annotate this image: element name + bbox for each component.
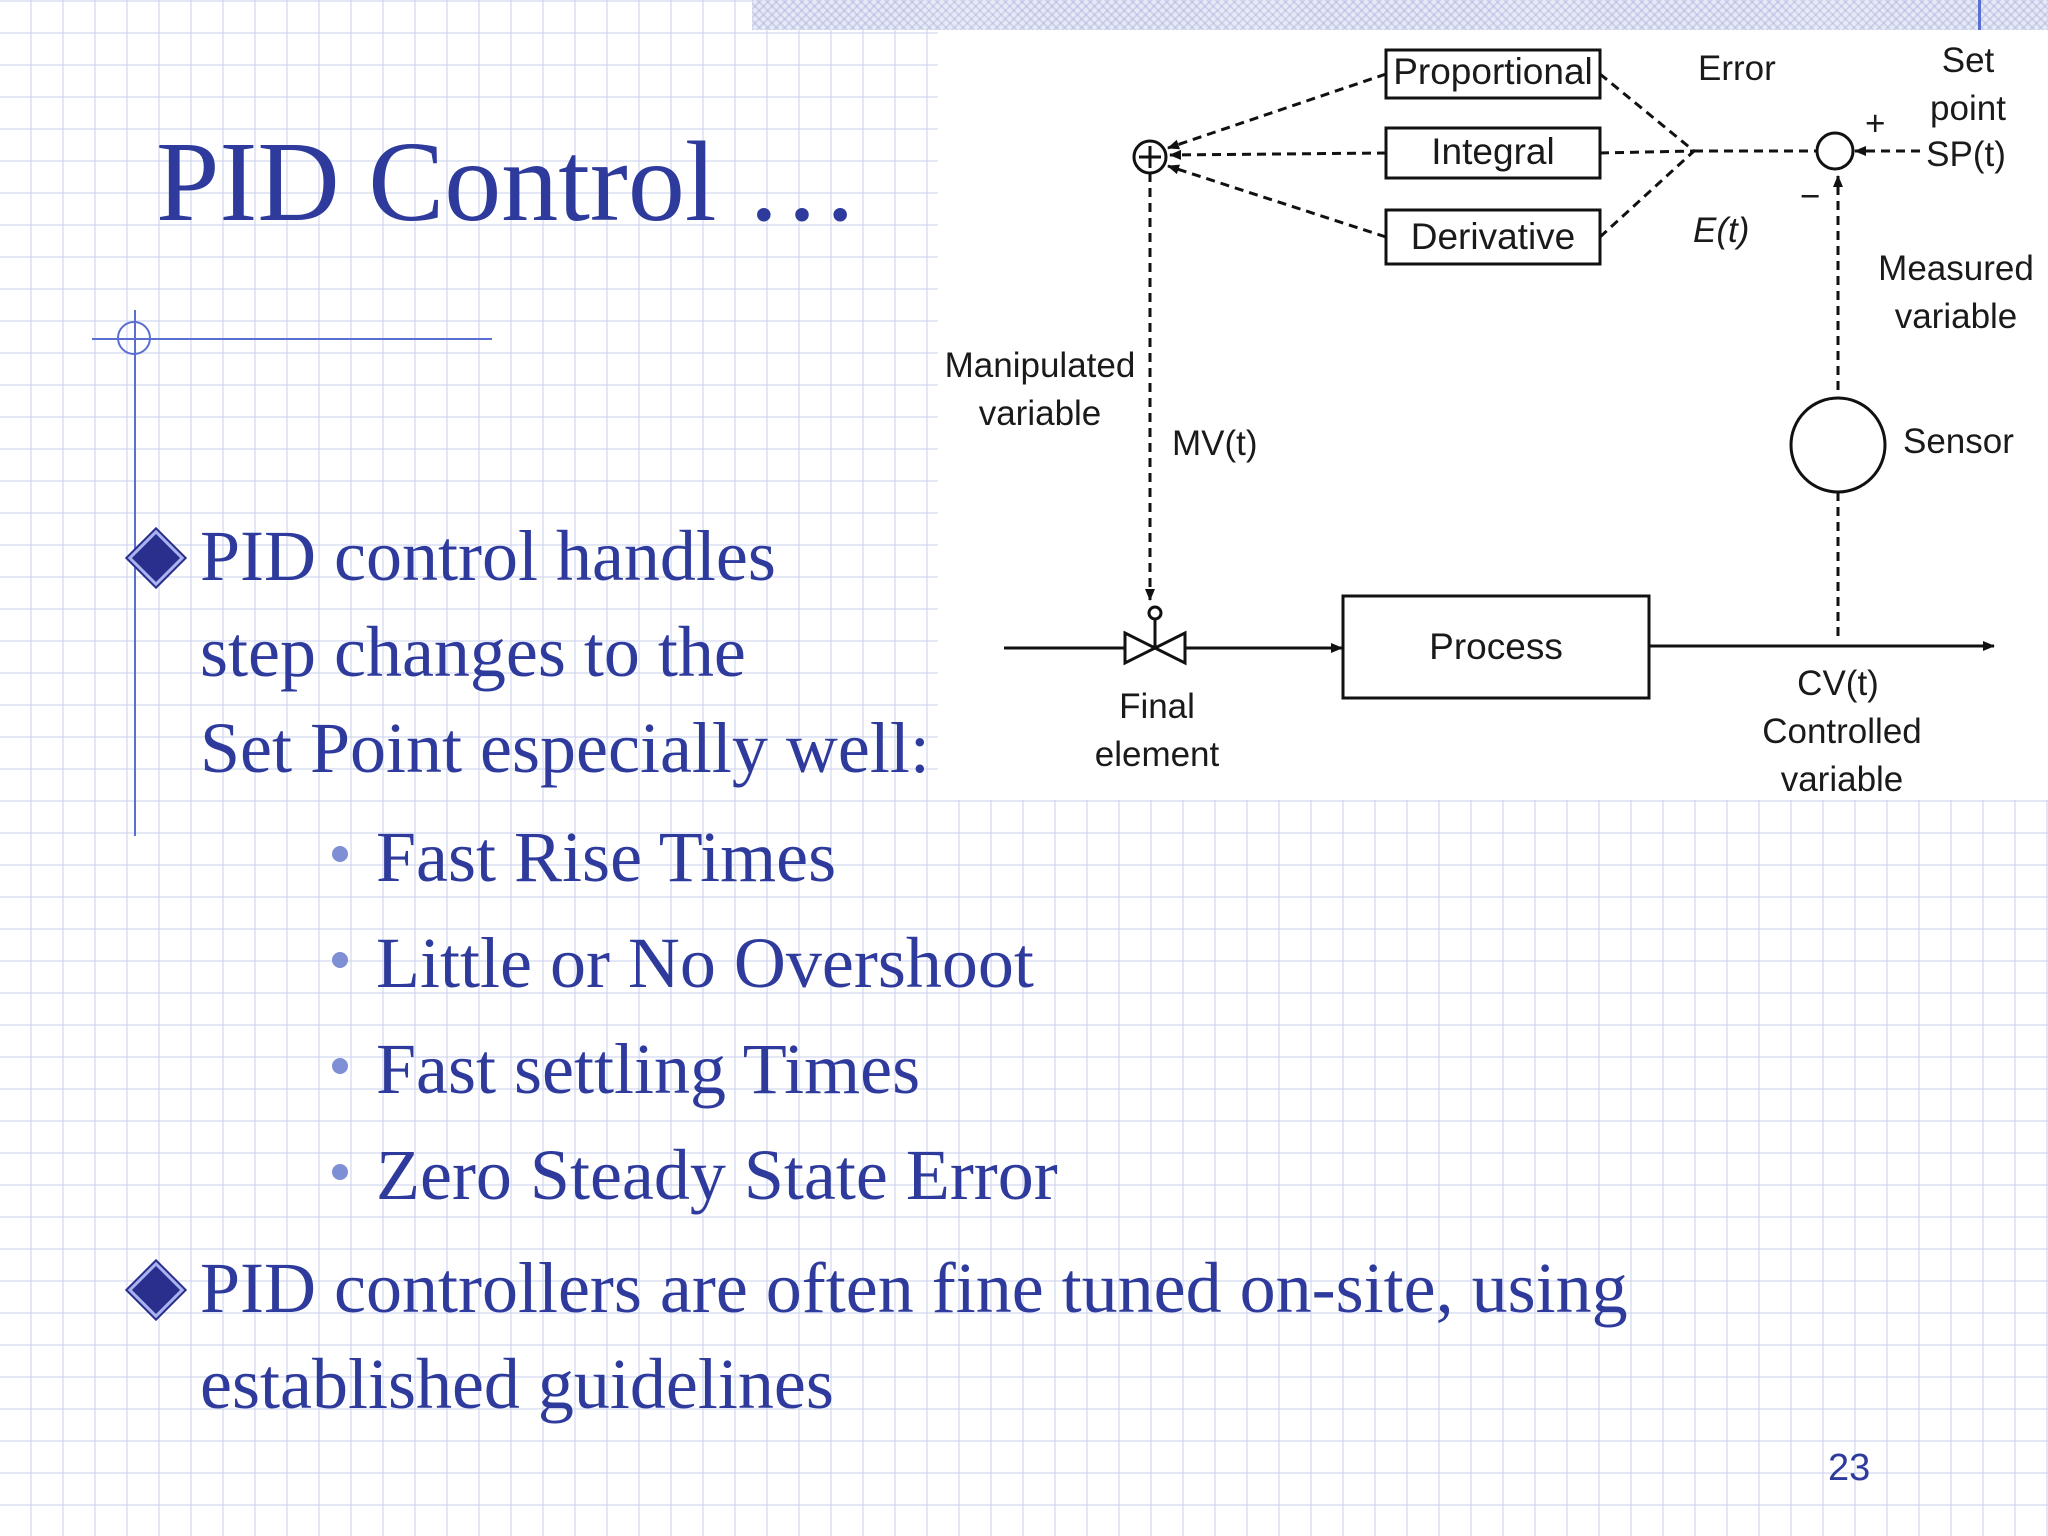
bullet-1-line-1: PID control handles — [200, 516, 776, 596]
derivative-box — [1384, 208, 1602, 266]
left-accent-line — [134, 310, 136, 836]
minus-sign: − — [1800, 177, 1820, 216]
bullet-2-line-1: PID controllers are often fine tuned on-… — [200, 1248, 1628, 1328]
proportional-to-sum-arrow — [1167, 72, 1387, 150]
sub-bullet-2: Little or No Overshoot — [376, 923, 1034, 1003]
measured-label-line1: Measured — [1878, 249, 2034, 288]
controlled-label-line2: variable — [1781, 760, 1904, 799]
slide-title: PID Control … — [156, 118, 860, 245]
derivative-to-sum-arrow — [1167, 164, 1387, 239]
setpoint-label-line1: Set — [1942, 41, 1995, 80]
proportional-label: Proportional — [1393, 51, 1593, 92]
controlled-label-line1: Controlled — [1762, 712, 1922, 751]
integral-to-sum-arrow — [1169, 149, 1387, 160]
process-label: Process — [1429, 626, 1563, 667]
mv-label: MV(t) — [1172, 424, 1258, 463]
sub-bullet-dot-icon — [332, 846, 348, 862]
bullet-diamond-icon — [127, 1261, 185, 1319]
bullet-item-2: PID controllers are often fine tuned on-… — [200, 1240, 1628, 1432]
plus-sign: + — [1865, 104, 1885, 143]
bullet-2-line-2: established guidelines — [200, 1344, 834, 1424]
derivative-label: Derivative — [1411, 216, 1576, 257]
error-symbol-label: E(t) — [1693, 211, 1749, 250]
integral-box — [1384, 126, 1602, 180]
comparator-junction — [1815, 131, 1855, 171]
sub-bullet-dot-icon — [332, 1058, 348, 1074]
top-decorative-band — [752, 0, 2048, 30]
measured-label-line2: variable — [1895, 297, 2018, 336]
accent-circle — [117, 321, 151, 355]
setpoint-label-line3: SP(t) — [1926, 135, 2006, 174]
pid-block-diagram: Proportional Integral Derivative + − Err… — [938, 30, 2048, 800]
sensor-label: Sensor — [1903, 422, 2014, 461]
bullet-item-1: PID control handles step changes to the … — [200, 508, 930, 796]
bullet-diamond-icon — [127, 529, 185, 587]
sub-bullet-1: Fast Rise Times — [376, 817, 837, 897]
setpoint-label-line2: point — [1930, 89, 2006, 128]
manipulated-label-line2: variable — [979, 394, 1102, 433]
final-element-label-line2: element — [1095, 735, 1220, 774]
pid-diagram-svg: Proportional Integral Derivative + − Err… — [945, 41, 2034, 799]
bullet-1-line-2: step changes to the — [200, 612, 746, 692]
sub-bullet-dot-icon — [332, 1164, 348, 1180]
sub-bullet-dot-icon — [332, 952, 348, 968]
sub-bullet-3: Fast settling Times — [376, 1029, 921, 1109]
page-number: 23 — [1828, 1447, 1871, 1489]
process-box — [1341, 594, 1651, 700]
final-element-valve — [1123, 605, 1187, 666]
bullet-1-line-3: Set Point especially well: — [200, 708, 930, 788]
sensor-circle — [1789, 396, 1887, 494]
top-decorative-tick — [1978, 0, 1981, 34]
integral-label: Integral — [1431, 131, 1554, 172]
error-label: Error — [1698, 49, 1776, 88]
sub-bullet-4: Zero Steady State Error — [376, 1135, 1058, 1215]
title-underline — [92, 338, 492, 340]
final-element-label-line1: Final — [1119, 687, 1195, 726]
cv-label: CV(t) — [1797, 664, 1879, 703]
manipulated-label-line1: Manipulated — [945, 346, 1136, 385]
